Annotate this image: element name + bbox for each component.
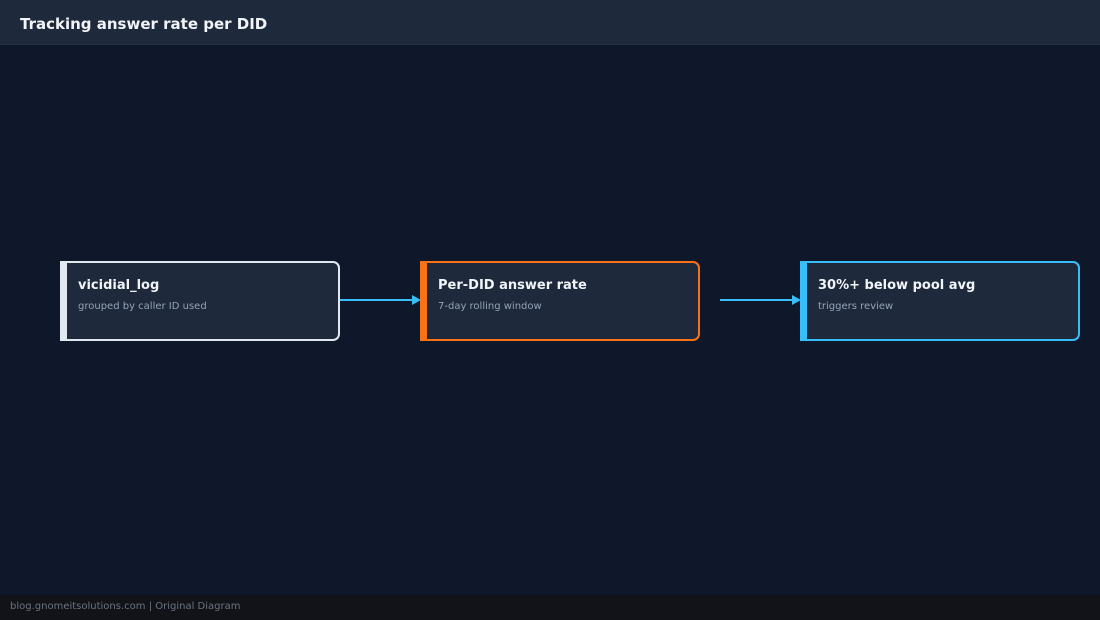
header-bar: Tracking answer rate per DID <box>0 0 1100 45</box>
arrowhead-icon <box>792 295 801 305</box>
diagram-canvas: vicidial_log grouped by caller ID used P… <box>0 45 1100 595</box>
footer-bar: blog.gnomeitsolutions.com | Original Dia… <box>0 595 1100 620</box>
edges-layer <box>340 295 801 305</box>
node-title: vicidial_log <box>78 278 160 293</box>
edge-vicidial-log-to-answer-rate <box>340 295 421 305</box>
node-subtitle: triggers review <box>818 301 894 312</box>
node-subtitle: grouped by caller ID used <box>78 301 207 312</box>
node-title: 30%+ below pool avg <box>818 278 976 293</box>
arrowhead-icon <box>412 295 421 305</box>
node-per-did-answer-rate: Per-DID answer rate 7-day rolling window <box>420 261 700 341</box>
node-subtitle: 7-day rolling window <box>438 301 542 312</box>
footer-credit: blog.gnomeitsolutions.com | Original Dia… <box>10 601 241 612</box>
node-vicidial-log: vicidial_log grouped by caller ID used <box>60 261 340 341</box>
edge-answer-rate-to-below-avg <box>720 295 801 305</box>
node-title: Per-DID answer rate <box>438 278 587 293</box>
page-title: Tracking answer rate per DID <box>20 15 268 33</box>
node-below-pool-avg: 30%+ below pool avg triggers review <box>800 261 1080 341</box>
